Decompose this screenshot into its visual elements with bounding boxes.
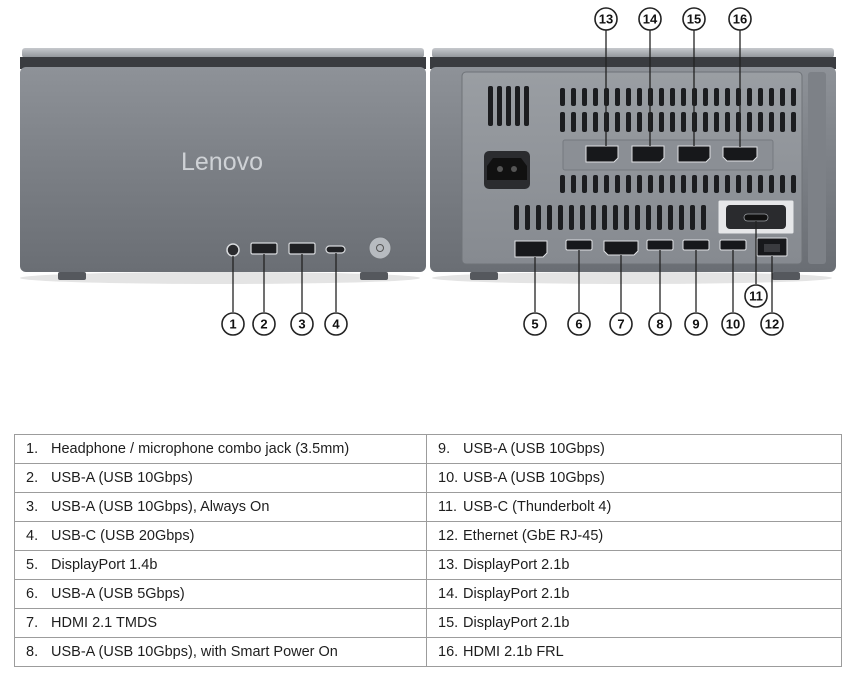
port-number: 13. [438,557,459,573]
table-row: 3. USB-A (USB 10Gbps), Always On 11. USB-C … [14,492,842,522]
front-view: Lenovo [20,48,426,284]
port-cell: 15.DisplayPort 2.1b [426,608,842,638]
port-cell: 7. HDMI 2.1 TMDS [14,608,427,638]
port-description: Ethernet (GbE RJ-45) [463,528,604,544]
table-row: 6. USB-A (USB 5Gbps) 14.DisplayPort 2.1b [14,579,842,609]
port-cell: 4. USB-C (USB 20Gbps) [14,521,427,551]
port-number: 12. [438,528,459,544]
callout-11: 11 [744,284,768,308]
port-cell: 11. USB-C (Thunderbolt 4) [426,492,842,522]
rear-view [430,48,836,284]
port-number: 6. [26,586,39,602]
product-figure: Lenovo [20,7,836,336]
port-number: 8. [26,644,39,660]
callout-7: 7 [609,312,633,336]
callout-4: 4 [324,312,348,336]
svg-text:7: 7 [617,317,624,332]
callout-13: 13 [594,7,618,31]
svg-text:10: 10 [726,317,740,332]
port-description: HDMI 2.1 TMDS [51,615,158,631]
port-description: DisplayPort 2.1b [463,615,570,631]
svg-text:3: 3 [298,317,305,332]
svg-text:5: 5 [531,317,538,332]
port-description: Headphone / microphone combo jack (3.5mm… [51,441,350,457]
table-row: 7. HDMI 2.1 TMDS 15.DisplayPort 2.1b [14,608,842,638]
port-cell: 14.DisplayPort 2.1b [426,579,842,609]
port-cell: 1. Headphone / microphone combo jack (3.5… [14,434,427,464]
port-description: DisplayPort 2.1b [463,586,570,602]
port-number: 14. [438,586,459,602]
svg-text:11: 11 [749,289,763,304]
port-number: 5. [26,557,39,573]
callout-9: 9 [684,312,708,336]
callout-1: 1 [221,312,245,336]
callout-16: 16 [728,7,752,31]
port-number: 2. [26,470,39,486]
table-row: 1. Headphone / microphone combo jack (3.5… [14,434,842,464]
callout-15: 15 [682,7,706,31]
brand-logo: Lenovo [181,148,263,176]
port-description: USB-A (USB 10Gbps) [463,441,605,457]
port-description: USB-C (USB 20Gbps) [51,528,195,544]
svg-text:12: 12 [765,317,779,332]
table-row: 4. USB-C (USB 20Gbps) 12.Ethernet (GbE RJ-… [14,521,842,551]
port-description: USB-C (Thunderbolt 4) [463,499,612,515]
port-number: 1. [26,441,39,457]
callout-6: 6 [567,312,591,336]
callout-8: 8 [648,312,672,336]
port-cell: 6. USB-A (USB 5Gbps) [14,579,427,609]
svg-text:2: 2 [260,317,267,332]
svg-text:13: 13 [599,12,613,27]
port-number: 11. [438,499,458,515]
port-number: 9. [438,441,451,457]
callout-3: 3 [290,312,314,336]
leader-lines [232,30,773,312]
port-description: HDMI 2.1b FRL [463,644,564,660]
svg-text:14: 14 [643,12,658,27]
port-description: DisplayPort 2.1b [463,557,570,573]
port-number: 7. [26,615,39,631]
port-number: 15. [438,615,459,631]
callout-10: 10 [721,312,745,336]
callout-5: 5 [523,312,547,336]
svg-text:16: 16 [733,12,747,27]
table-row: 8. USB-A (USB 10Gbps), with Smart Power O… [14,637,842,667]
svg-text:4: 4 [332,317,340,332]
port-cell: 3. USB-A (USB 10Gbps), Always On [14,492,427,522]
port-description: USB-A (USB 10Gbps), with Smart Power On [51,644,338,660]
table-row: 5. DisplayPort 1.4b 13.DisplayPort 2.1b [14,550,842,580]
port-cell: 12.Ethernet (GbE RJ-45) [426,521,842,551]
table-row: 2.USB-A (USB 10Gbps)10.USB-A (USB 10Gbps… [14,463,842,493]
port-cell: 8. USB-A (USB 10Gbps), with Smart Power O… [14,637,427,667]
callout-12: 12 [760,312,784,336]
port-description: USB-A (USB 10Gbps) [463,470,605,486]
port-table: 1. Headphone / microphone combo jack (3.5… [14,434,842,667]
svg-text:9: 9 [692,317,699,332]
svg-text:15: 15 [687,12,701,27]
svg-text:1: 1 [229,317,236,332]
port-cell: 5. DisplayPort 1.4b [14,550,427,580]
port-cell: 9. USB-A (USB 10Gbps) [426,434,842,464]
port-number: 4. [26,528,39,544]
port-description: USB-A (USB 10Gbps), Always On [51,499,270,515]
port-cell: 13.DisplayPort 2.1b [426,550,842,580]
port-cell: 10.USB-A (USB 10Gbps) [426,463,842,493]
port-cell: 16.HDMI 2.1b FRL [426,637,842,667]
svg-text:8: 8 [656,317,663,332]
svg-text:6: 6 [575,317,582,332]
port-number: 16. [438,644,459,660]
port-cell: 2. USB-A (USB 10Gbps) [14,463,427,493]
callout-14: 14 [638,7,662,31]
port-description: USB-A (USB 10Gbps) [51,470,193,486]
port-description: USB-A (USB 5Gbps) [51,586,185,602]
port-number: 10. [438,470,459,486]
port-description: DisplayPort 1.4b [51,557,158,573]
callout-2: 2 [252,312,276,336]
port-number: 3. [26,499,39,515]
